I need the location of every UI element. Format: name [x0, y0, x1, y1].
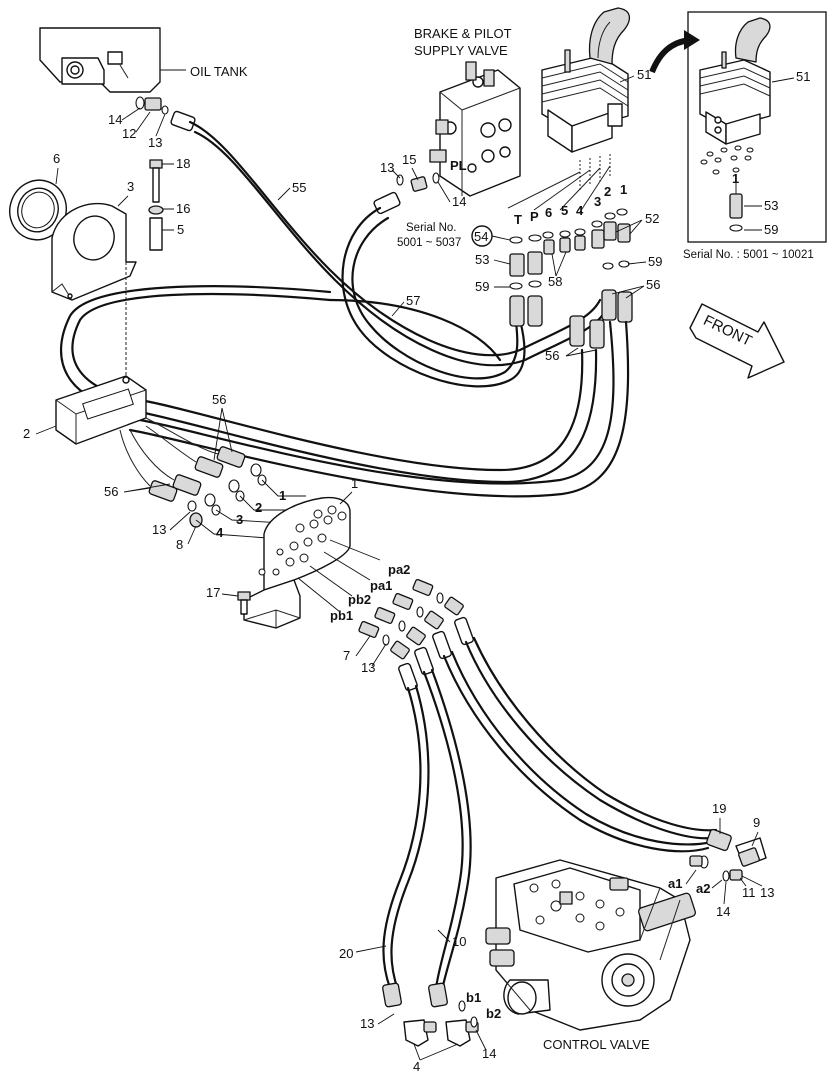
control-valve [485, 859, 696, 1031]
callout-13-adapter: 13 [361, 660, 375, 675]
joystick-port-4: 4 [576, 203, 584, 218]
port-PL: PL [450, 158, 467, 173]
plate-port-leaders [195, 479, 306, 541]
b-port-fittings [382, 982, 479, 1047]
bolt-18-stack [148, 159, 164, 251]
brake-valve-label-2: SUPPLY VALVE [414, 43, 508, 58]
serial-main-2: 5001 ~ 5037 [397, 237, 461, 249]
callout-9: 9 [753, 815, 760, 830]
callout-19: 19 [712, 801, 726, 816]
callout-15: 15 [402, 152, 416, 167]
callout-1: 1 [351, 476, 358, 491]
callout-53-inset: 53 [764, 198, 778, 213]
callout-2: 2 [23, 426, 30, 441]
port-a2: a2 [696, 881, 710, 896]
callout-14-bottom: 14 [482, 1046, 496, 1061]
serial-inset: Serial No. : 5001 ~ 10021 [683, 249, 814, 261]
bracket-3 [51, 202, 137, 301]
callout-52: 52 [645, 211, 659, 226]
port-b2: b2 [486, 1006, 501, 1021]
port-T: T [514, 212, 522, 227]
callout-56-plate-top: 56 [212, 392, 226, 407]
callout-12: 12 [122, 126, 136, 141]
callout-53-main: 53 [475, 252, 489, 267]
a-port-fittings [689, 828, 767, 882]
plate-output-leaders [297, 539, 381, 613]
callout-7: 7 [343, 648, 350, 663]
callout-55: 55 [292, 180, 306, 195]
callout-14-brake: 14 [452, 194, 466, 209]
inset-box [687, 11, 827, 243]
control-valve-hoses [382, 636, 718, 992]
joystick-main [541, 7, 630, 153]
callout-17: 17 [206, 585, 220, 600]
joystick-port-2: 2 [604, 184, 611, 199]
inset-port-1: 1 [732, 171, 739, 186]
brake-valve-label-1: BRAKE & PILOT [414, 26, 512, 41]
joystick-fittings [509, 208, 631, 290]
hose-57 [341, 206, 526, 388]
callout-6: 6 [53, 151, 60, 166]
joystick-port-5: 5 [561, 203, 568, 218]
callout-59-left: 59 [475, 279, 489, 294]
callout-14-tank: 14 [108, 112, 122, 127]
callout-56-mid: 56 [545, 348, 559, 363]
callout-58: 58 [548, 274, 562, 289]
oil-tank-label: OIL TANK [190, 64, 248, 79]
plate-hose-ends [119, 417, 267, 528]
port-pb1: pb1 [330, 608, 353, 623]
tank-fittings [135, 96, 196, 132]
callout-13-plate: 13 [152, 522, 166, 537]
oil-tank [39, 27, 186, 93]
callout-13-tank: 13 [148, 135, 162, 150]
joystick-port-3: 3 [594, 194, 601, 209]
plate-port-1: 1 [279, 488, 286, 503]
mounting-plate-1 [243, 496, 351, 629]
callout-18: 18 [176, 156, 190, 171]
callout-54: 54 [474, 229, 488, 244]
plate-port-2: 2 [255, 500, 262, 515]
callout-3: 3 [127, 179, 134, 194]
callout-4-bottom: 4 [413, 1059, 420, 1074]
callout-13-bottom: 13 [360, 1016, 374, 1031]
callout-11: 11 [742, 885, 756, 900]
callout-14-right: 14 [716, 904, 730, 919]
plate-port-3: 3 [236, 512, 243, 527]
seal-6 [9, 179, 67, 241]
callout-8: 8 [176, 537, 183, 552]
callout-59-inset: 59 [764, 222, 778, 237]
callout-13-right: 13 [760, 885, 774, 900]
port-pa1: pa1 [370, 578, 392, 593]
plate-port-4: 4 [216, 525, 224, 540]
joystick-hose-ends [509, 289, 633, 349]
callout-56-right: 56 [646, 277, 660, 292]
joystick-port-6: 6 [545, 205, 552, 220]
callout-51-main: 51 [637, 67, 651, 82]
joystick-port-leaders [507, 154, 611, 213]
front-arrow [689, 303, 785, 379]
adapter-fittings [358, 578, 474, 692]
hose-55 [188, 120, 602, 357]
callout-10: 10 [452, 934, 466, 949]
port-P: P [530, 209, 539, 224]
callout-56-plate-left: 56 [104, 484, 118, 499]
port-pa2: pa2 [388, 562, 410, 577]
callout-57: 57 [406, 293, 420, 308]
callout-5: 5 [177, 222, 184, 237]
callout-59-right: 59 [648, 254, 662, 269]
control-valve-label: CONTROL VALVE [543, 1037, 650, 1052]
callout-51-inset: 51 [796, 69, 810, 84]
joystick-port-1: 1 [620, 182, 627, 197]
callout-16: 16 [176, 201, 190, 216]
port-a1: a1 [668, 876, 682, 891]
serial-main-1: Serial No. [406, 222, 457, 234]
brake-pilot-supply-valve [429, 61, 521, 197]
port-pb2: pb2 [348, 592, 371, 607]
callout-13-brake: 13 [380, 160, 394, 175]
brake-valve-fittings [373, 172, 440, 215]
callout-20: 20 [339, 946, 353, 961]
port-b1: b1 [466, 990, 481, 1005]
